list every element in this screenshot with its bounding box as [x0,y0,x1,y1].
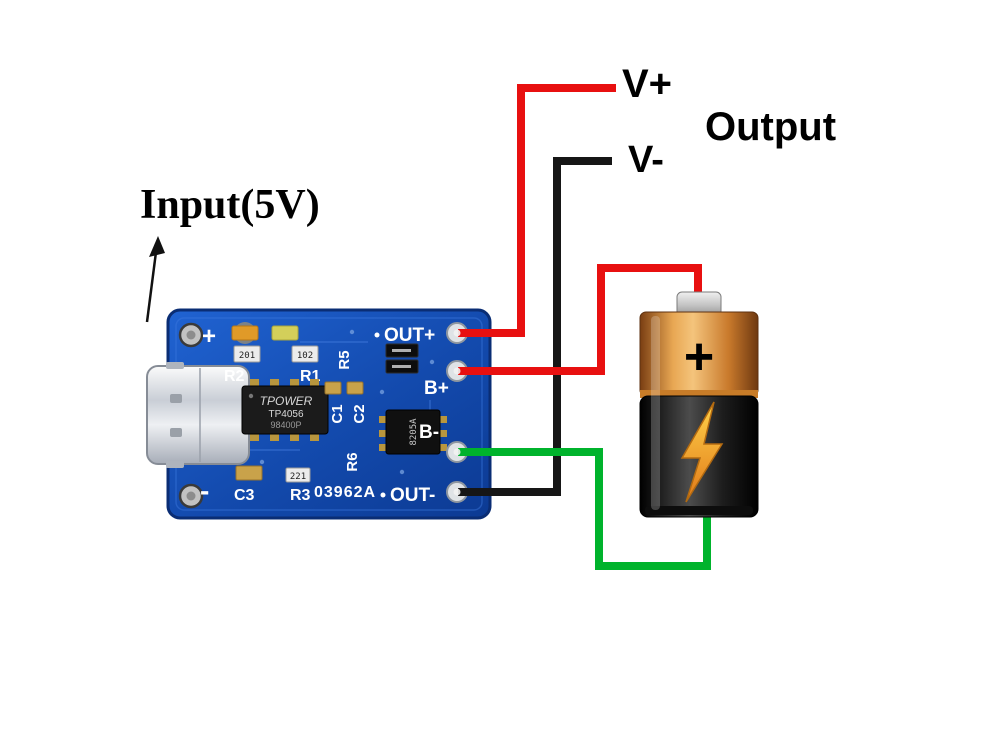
chip-brand: TPOWER [260,394,313,408]
label-c2: C2 [351,404,368,423]
wire-battery-negative-green [458,448,711,570]
full-led [271,325,299,341]
silk-dot-out-minus [380,492,386,498]
solder-joints [453,329,461,496]
label-b-minus: B- [419,422,439,443]
chip-code: 98400P [270,420,301,430]
battery-bottom-cap [645,506,753,515]
battery-shine [651,316,660,510]
capacitor-c3-body [235,465,263,481]
protection-ic: 8205A [379,409,447,455]
output-label: Output [705,105,836,149]
tp4056-board: + - 201 102 R2 R1 [146,308,492,520]
label-out-plus: OUT+ [384,325,435,346]
protection-ic-pins [379,416,447,451]
resistor-r3-body: 221 [285,467,311,483]
mounting-hole-top-left [178,322,204,348]
micro-usb-connector [146,362,250,468]
label-r6: R6 [344,452,361,471]
wire-vminus-black [458,157,612,496]
v-plus-label: V+ [622,62,672,106]
input-label: Input(5V) [140,182,320,228]
label-r2: R2 [224,368,245,385]
usb-dimple-bottom [170,428,182,437]
mounting-hole-bottom-left [178,483,204,509]
capacitor-c1-body [324,381,342,395]
v-minus-label: V- [628,139,664,181]
resistor-r1-body: 102 [291,345,319,363]
label-out-minus: OUT- [390,485,435,506]
chip-pin1-dot [248,393,254,399]
capacitor-c2-body [346,381,364,395]
usb-tab-top [166,362,184,369]
tp4056-chip: TPOWER TP4056 98400P [241,379,329,441]
battery-mid-ring [640,390,758,398]
label-c3: C3 [234,487,255,504]
wire-battery-positive-red [458,264,702,375]
board-minus-mark: - [200,475,209,506]
label-r3: R3 [290,487,311,504]
label-r5: R5 [336,350,353,369]
board-part-number: 03962A [314,484,376,501]
resistor-r2-code: 201 [239,351,255,361]
protection-ic-code: 8205A [409,418,419,446]
charge-led [231,322,259,344]
lightning-bolt-icon [680,401,724,503]
chip-model: TP4056 [268,409,303,420]
resistor-r1-code: 102 [297,351,313,361]
battery: + [639,291,759,518]
usb-tab-bottom [166,461,184,468]
resistor-r2-body: 201 [233,345,261,363]
input-arrow [145,236,165,323]
silk-dot-out-plus [374,332,380,338]
battery-plus-symbol: + [684,328,714,386]
label-b-plus: B+ [424,378,449,399]
smd-black-components [385,343,419,374]
board-plus-mark: + [202,323,216,350]
wire-vplus-red [458,84,616,337]
resistor-r3-code: 221 [290,472,306,482]
label-c1: C1 [329,404,346,423]
usb-dimple-top [170,394,182,403]
chip-pins [250,379,319,441]
